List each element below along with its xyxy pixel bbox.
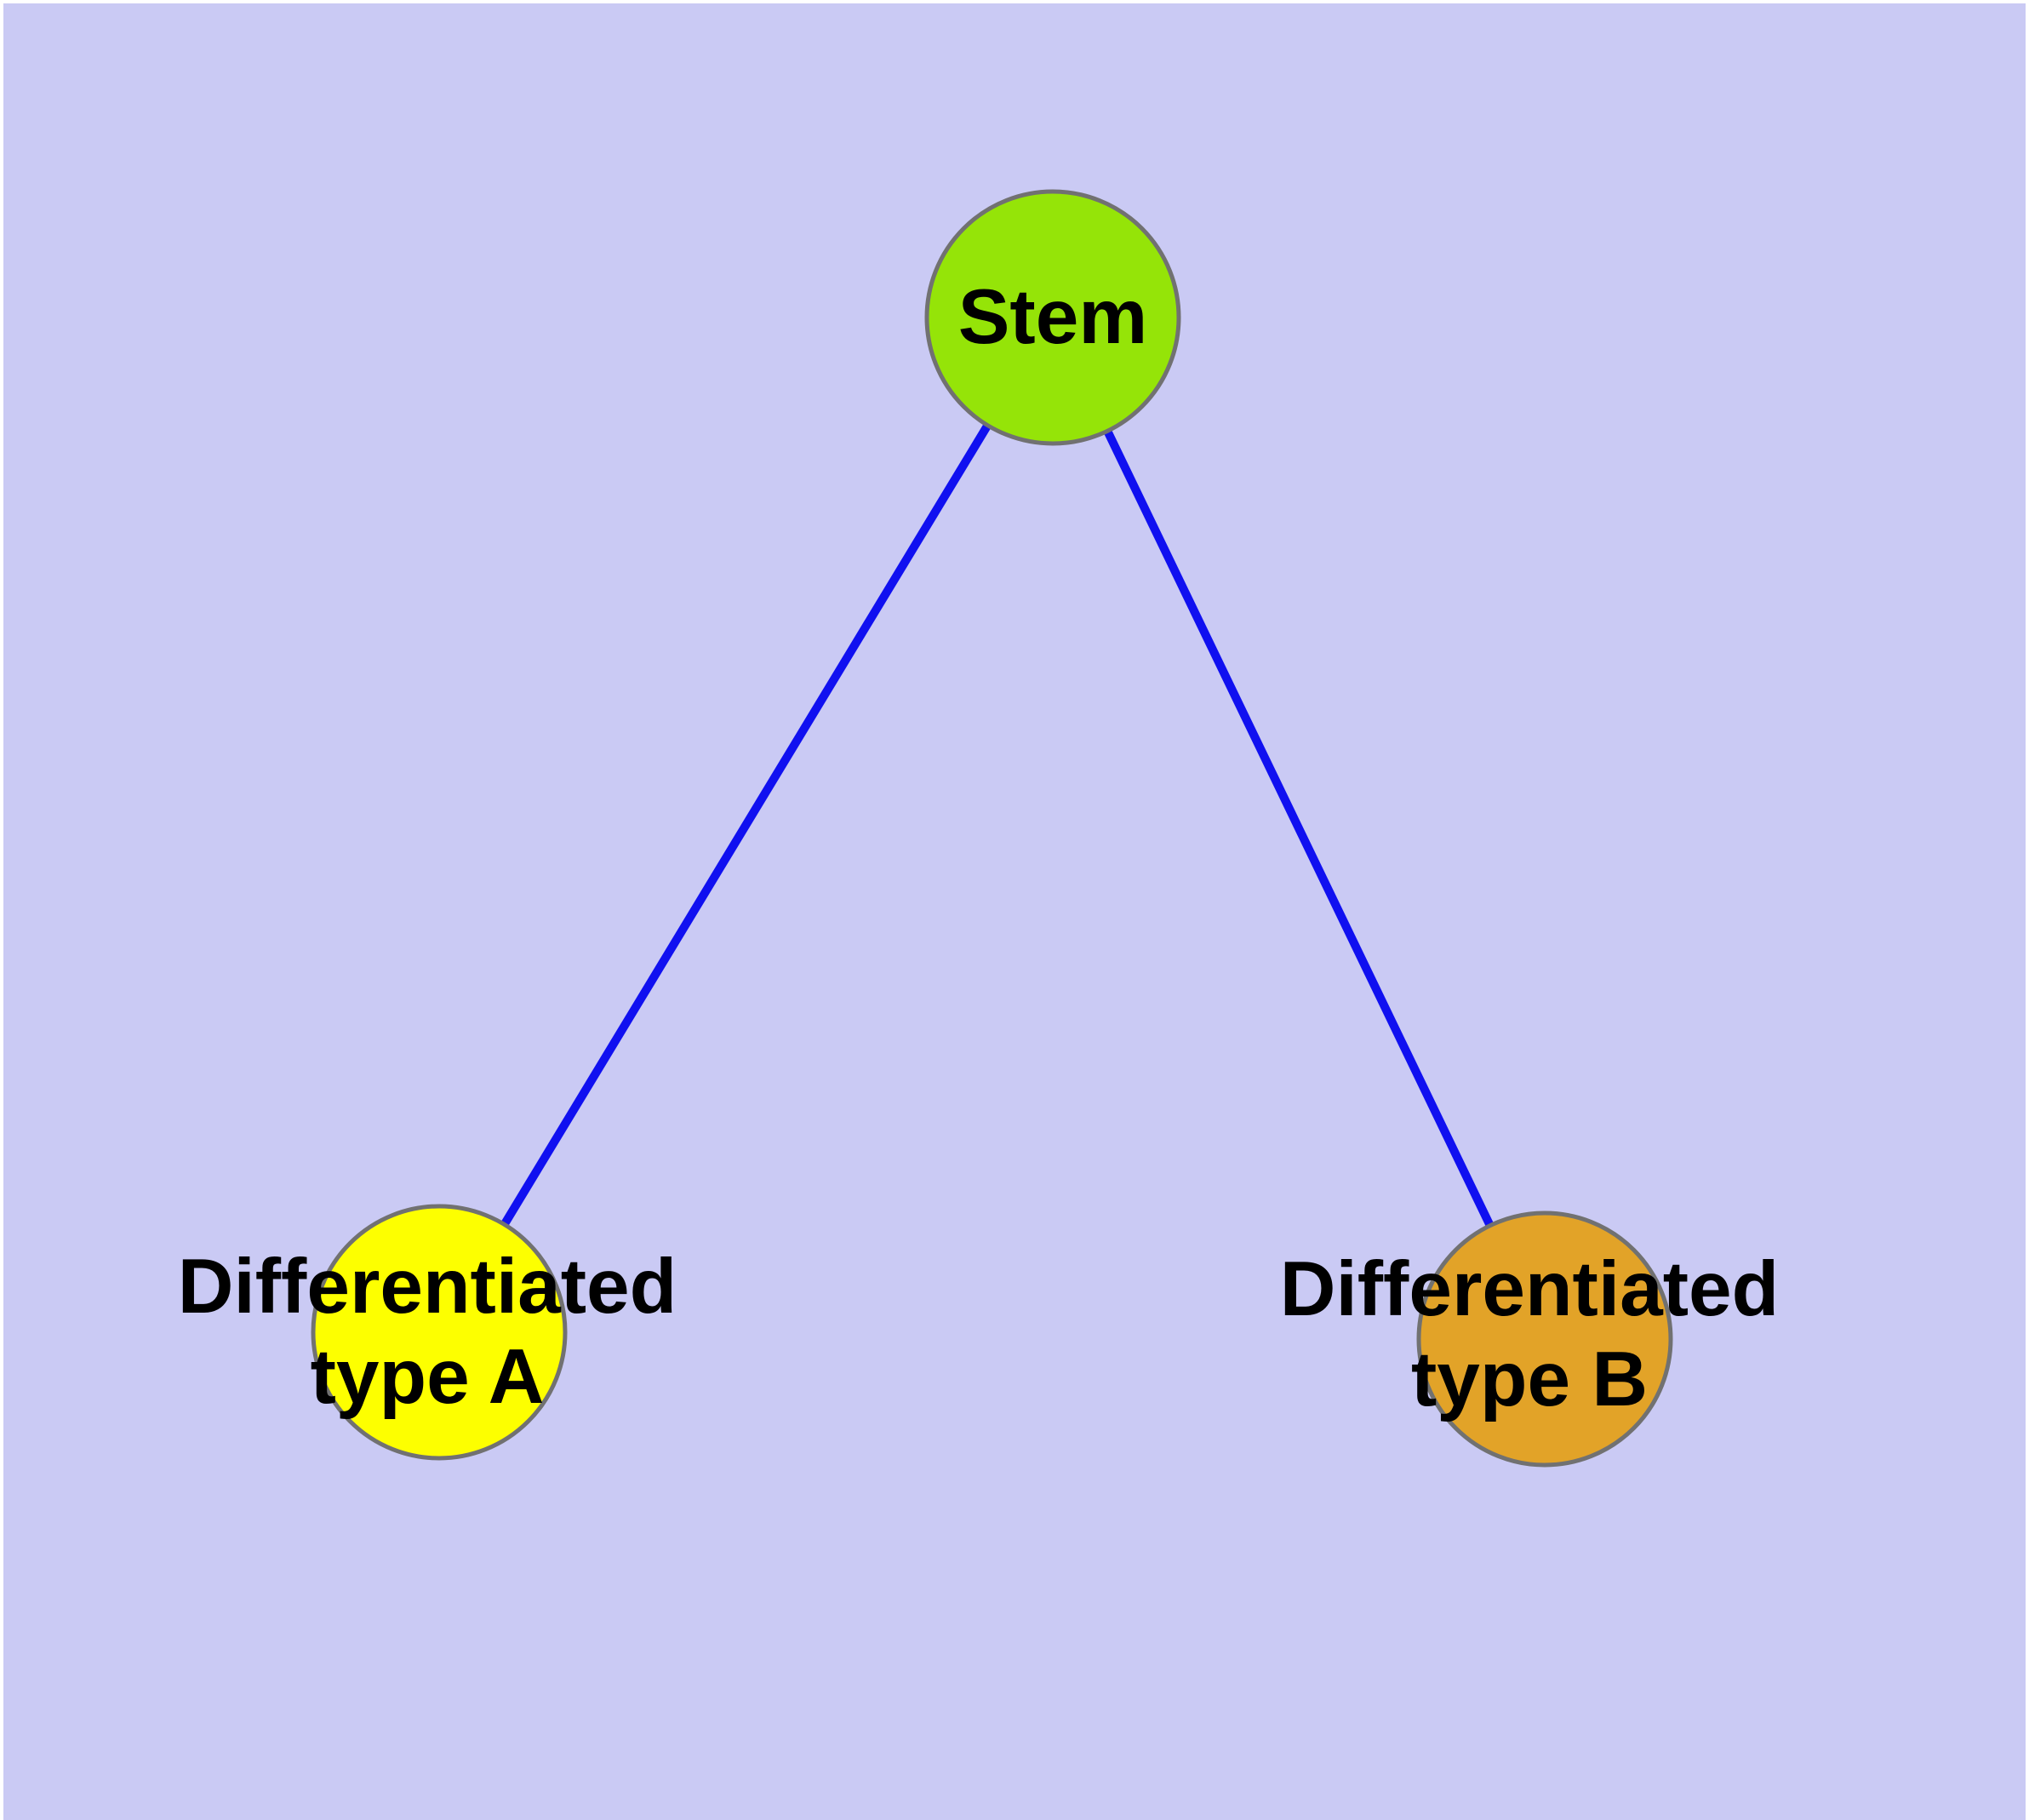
node-type-a-circle: [311, 1204, 568, 1461]
edge-stem-to-type-a: [435, 315, 1057, 1335]
node-type-b-circle: [1416, 1210, 1673, 1468]
edge-stem-to-type-b: [1049, 315, 1549, 1342]
node-stem-circle: [924, 189, 1181, 446]
